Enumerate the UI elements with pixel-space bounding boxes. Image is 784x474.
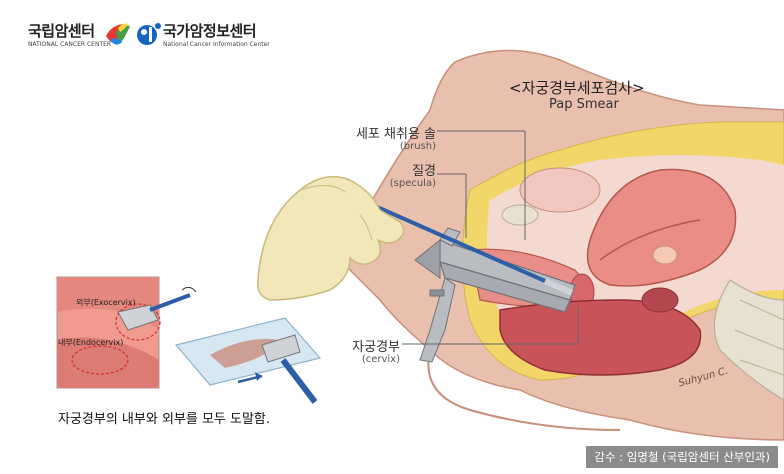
label-brush-en: (brush) — [399, 141, 436, 152]
spine — [713, 279, 784, 401]
speculum — [414, 227, 576, 363]
label-brush: 세포 채취용 솔 — [355, 127, 436, 142]
brush — [341, 190, 574, 296]
label-specula-en: (specula) — [389, 178, 436, 189]
label-endocervix: 내부(Endocervix) — [58, 338, 124, 347]
diagram-title: <자궁경부세포검사> — [509, 79, 645, 97]
inset-cervix-closeup — [56, 276, 197, 389]
uterus — [586, 168, 737, 287]
credit-badge: 감수 : 임명철 (국립암센터 산부인과) — [586, 446, 778, 468]
ncc-logo-name: 국립암센터 — [28, 22, 95, 40]
caption: 자궁경부의 내부와 외부를 모두 도말함. — [58, 412, 271, 427]
ncc-logo: 국립암센터 NATIONAL CANCER CENTER — [28, 20, 111, 48]
inset-glass-slide — [174, 317, 322, 404]
rectum — [499, 299, 702, 376]
leader-lines — [402, 130, 579, 345]
label-specula: 질경 — [412, 164, 436, 179]
label-cervix-en: (cervix) — [361, 354, 400, 365]
gloved-hand — [257, 175, 405, 301]
nci-logo: 국가암정보센터 National Cancer Information Cent… — [163, 20, 270, 48]
label-exocervix: 외부(Exocervix) — [76, 298, 136, 307]
label-cervix: 자궁경부 — [352, 340, 400, 355]
bladder — [519, 167, 601, 213]
diagram-title-english: Pap Smear — [549, 97, 619, 112]
nci-logo-en: National Cancer Information Center — [163, 41, 270, 48]
nci-logo-name: 국가암정보센터 — [163, 22, 257, 40]
ncc-logo-en: NATIONAL CANCER CENTER — [28, 41, 112, 48]
